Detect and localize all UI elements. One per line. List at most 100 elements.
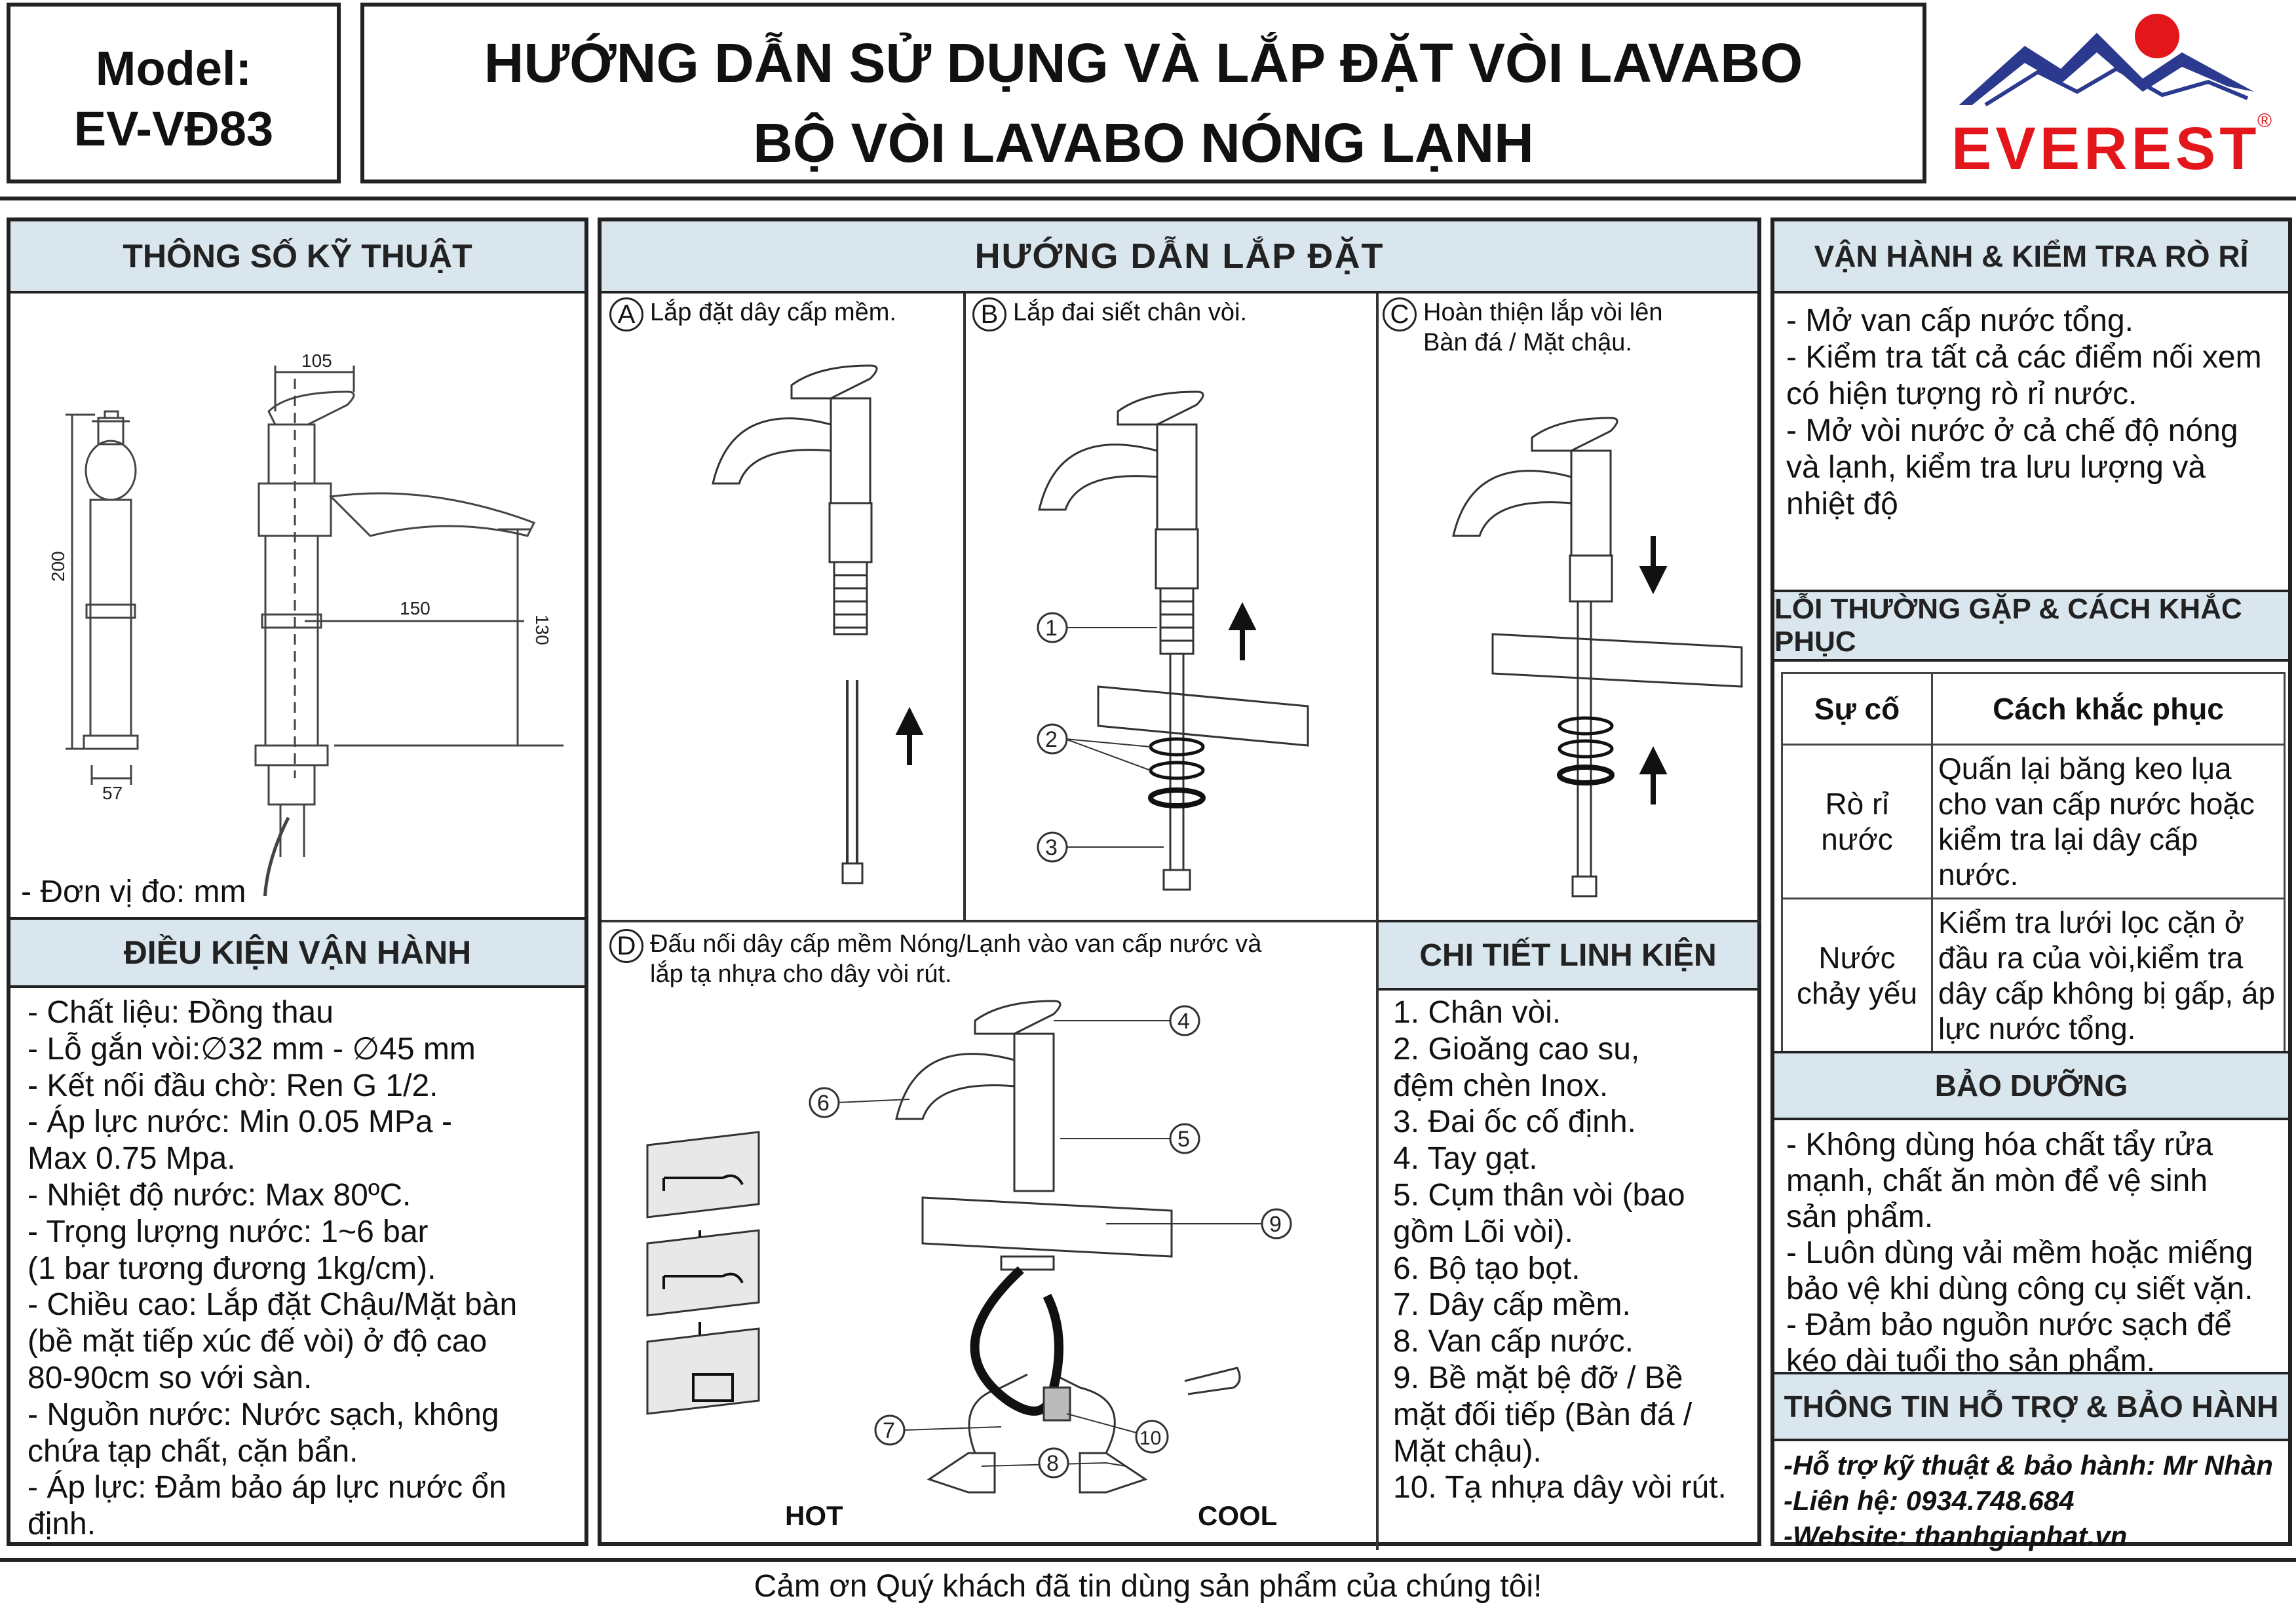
brand-logo: EVEREST ® <box>1946 7 2287 183</box>
maintenance-line: - Đảm bảo nguồn nước sạch để <box>1786 1308 2232 1342</box>
divider-ab <box>963 293 966 922</box>
table-row: Nước chảy yếu Kiểm tra lưới lọc cặn ở đầ… <box>1781 898 2286 1053</box>
callout-5: 5 <box>1177 1127 1190 1152</box>
condition-line: - Áp lực nước: Min 0.05 MPa - <box>28 1105 452 1140</box>
callout-9: 9 <box>1269 1212 1282 1237</box>
callout-7: 7 <box>883 1418 895 1443</box>
part-line: 9. Bề mặt bệ đỡ / Bề <box>1393 1360 1683 1395</box>
operation-line: và lạnh, kiểm tra lưu lượng và <box>1786 450 2206 485</box>
step-c-label: C Hoàn thiện lắp vòi lên Bàn đá / Mặt ch… <box>1383 297 1662 358</box>
part-line: Mặt chậu). <box>1393 1433 1542 1469</box>
condition-line: - Áp lực: Đảm bảo áp lực nước ổn <box>28 1470 507 1505</box>
condition-line: - Kết nối đầu chờ: Ren G 1/2. <box>28 1068 438 1103</box>
step-b-text: Lắp đai siết chân vòi. <box>1013 299 1248 326</box>
dim-130: 130 <box>532 614 552 645</box>
condition-line: 80-90cm so với sàn. <box>28 1360 313 1395</box>
faults-table: Sự cố Cách khắc phục Rò rỉ nước Quấn lại… <box>1781 672 2286 1053</box>
support-header: THÔNG TIN HỖ TRỢ & BẢO HÀNH <box>1774 1372 2288 1441</box>
step-a-badge: A <box>609 297 643 331</box>
maintenance-line: - Không dùng hóa chất tẩy rửa <box>1786 1127 2213 1162</box>
page-subtitle: BỘ VÒI LAVABO NÓNG LẠNH <box>753 112 1534 174</box>
step-d-label: D Đấu nối dây cấp mềm Nóng/Lạnh vào van … <box>609 929 1261 989</box>
conditions-list: - Chất liệu: Đồng thau- Lỗ gắn vòi:∅32 m… <box>28 994 517 1543</box>
fault-issue: Rò rỉ nước <box>1781 744 1933 899</box>
part-line: 5. Cụm thân vòi (bao <box>1393 1177 1685 1213</box>
operation-line: - Kiểm tra tất cả các điểm nối xem <box>1786 340 2262 375</box>
step-b-illustration: 1 2 3 <box>1037 390 1309 891</box>
conditions-header: ĐIỀU KIỆN VẬN HÀNH <box>10 917 584 988</box>
condition-line: Max 0.75 Mpa. <box>28 1141 236 1177</box>
condition-line: (1 bar tương đương 1kg/cm). <box>28 1251 436 1286</box>
step-b-label: B Lắp đai siết chân vòi. <box>972 297 1247 331</box>
condition-line: (bề mặt tiếp xúc đế vòi) ở độ cao <box>28 1324 488 1359</box>
part-line: gồm Lõi vòi). <box>1393 1214 1573 1249</box>
parts-header: CHI TIẾT LINH KIỆN <box>1379 920 1757 991</box>
operation-header: VẬN HÀNH & KIỂM TRA RÒ RỈ <box>1774 221 2288 293</box>
step-b-badge: B <box>972 297 1006 331</box>
parts-list: 1. Chân vòi.2. Gioăng cao su,đệm chèn In… <box>1393 994 1727 1506</box>
part-line: 1. Chân vòi. <box>1393 995 1561 1030</box>
footer-thanks: Cảm ơn Quý khách đã tin dùng sản phẩm củ… <box>754 1569 1542 1604</box>
condition-line: chứa tạp chất, cặn bẩn. <box>28 1433 358 1469</box>
page-title: HƯỚNG DẪN SỬ DỤNG VÀ LẮP ĐẶT VÒI LAVABO <box>484 32 1803 94</box>
callout-1: 1 <box>1045 616 1058 641</box>
support-phone: -Liên hệ: 0934.748.684 <box>1784 1485 2075 1516</box>
step-d-text-2: lắp tạ nhựa cho dây vòi rút. <box>650 960 952 988</box>
condition-line: - Chiều cao: Lắp đặt Chậu/Mặt bàn <box>28 1287 518 1323</box>
operation-line: - Mở van cấp nước tổng. <box>1786 303 2133 338</box>
faults-col-fix: Cách khắc phục <box>1931 672 2286 746</box>
model-box: Model: EV-VĐ83 <box>7 3 341 183</box>
condition-line: - Nguồn nước: Nước sạch, không <box>28 1397 499 1432</box>
faucet-dimension-drawing: 105 200 130 150 57 <box>48 350 564 896</box>
part-line: mặt đối tiếp (Bàn đá / <box>1393 1397 1693 1432</box>
step-d-text-1: Đấu nối dây cấp mềm Nóng/Lạnh vào van cấ… <box>650 930 1262 958</box>
support-website: -Website: thanhgiaphat.vn <box>1784 1521 2128 1551</box>
part-line: 4. Tay gạt. <box>1393 1141 1538 1177</box>
callout-4: 4 <box>1177 1009 1190 1034</box>
divider-horizontal <box>602 920 1761 922</box>
top-divider <box>0 197 2296 200</box>
right-panel: VẬN HÀNH & KIỂM TRA RÒ RỈ - Mở van cấp n… <box>1770 217 2292 1551</box>
step-d-badge: D <box>609 929 643 963</box>
step-a-label: A Lắp đặt dây cấp mềm. <box>609 297 896 331</box>
faults-col-issue: Sự cố <box>1781 672 1933 746</box>
specs-panel: THÔNG SỐ KỸ THUẬT <box>7 217 588 1546</box>
fault-fix: Kiểm tra lưới lọc cặn ở đầu ra của vòi,k… <box>1931 898 2286 1053</box>
step-d-illustration: 4 5 6 7 8 9 10 HOT COOL <box>646 1000 1292 1531</box>
dim-57: 57 <box>102 783 123 803</box>
callout-6: 6 <box>817 1091 830 1116</box>
table-row: Rò rỉ nước Quấn lại băng keo lụa cho van… <box>1781 744 2286 899</box>
model-label: Model: <box>95 41 252 96</box>
operation-line: nhiệt độ <box>1786 487 1898 521</box>
operation-line: có hiện tượng rò rỉ nước. <box>1786 377 2137 411</box>
registered-mark: ® <box>2257 110 2272 132</box>
callout-3: 3 <box>1045 835 1058 860</box>
faults-header: LỖI THƯỜNG GẶP & CÁCH KHẮC PHỤC <box>1774 590 2288 662</box>
part-line: 6. Bộ tạo bọt. <box>1393 1251 1580 1286</box>
dim-200: 200 <box>48 551 68 582</box>
maintenance-line: - Luôn dùng vải mềm hoặc miếng <box>1786 1236 2253 1270</box>
support-info: -Hỗ trợ kỹ thuật & bảo hành: Mr Nhàn -Li… <box>1784 1448 2273 1554</box>
maintenance-line: bảo vệ khi dùng công cụ siết vặn. <box>1786 1272 2253 1306</box>
dim-150: 150 <box>400 598 430 618</box>
maintenance-header: BẢO DƯỠNG <box>1774 1051 2288 1120</box>
specs-header: THÔNG SỐ KỸ THUẬT <box>10 221 584 293</box>
fault-fix: Quấn lại băng keo lụa cho van cấp nước h… <box>1931 744 2286 899</box>
bottom-divider <box>0 1558 2296 1562</box>
maintenance-line: mạnh, chất ăn mòn để vệ sinh <box>1786 1163 2208 1198</box>
step-a-text: Lắp đặt dây cấp mềm. <box>650 299 896 326</box>
support-contact: -Hỗ trợ kỹ thuật & bảo hành: Mr Nhàn <box>1784 1450 2273 1481</box>
maintenance-line: sản phẩm. <box>1786 1200 1934 1234</box>
install-panel: HƯỚNG DẪN LẮP ĐẶT A Lắp đặt dây cấp mềm.… <box>598 217 1761 1550</box>
step-c-illustration <box>1452 417 1743 898</box>
part-line: 8. Van cấp nước. <box>1393 1324 1634 1359</box>
condition-line: - Chất liệu: Đồng thau <box>28 995 334 1030</box>
step-a-illustration <box>712 364 924 884</box>
condition-line: định. <box>28 1507 96 1542</box>
condition-line: - Trọng lượng nước: 1~6 bar <box>28 1214 429 1249</box>
cool-label: COOL <box>1198 1500 1277 1531</box>
part-line: 3. Đai ốc cố định. <box>1393 1105 1636 1140</box>
part-line: đệm chèn Inox. <box>1393 1068 1609 1103</box>
part-line: 7. Dây cấp mềm. <box>1393 1287 1631 1323</box>
